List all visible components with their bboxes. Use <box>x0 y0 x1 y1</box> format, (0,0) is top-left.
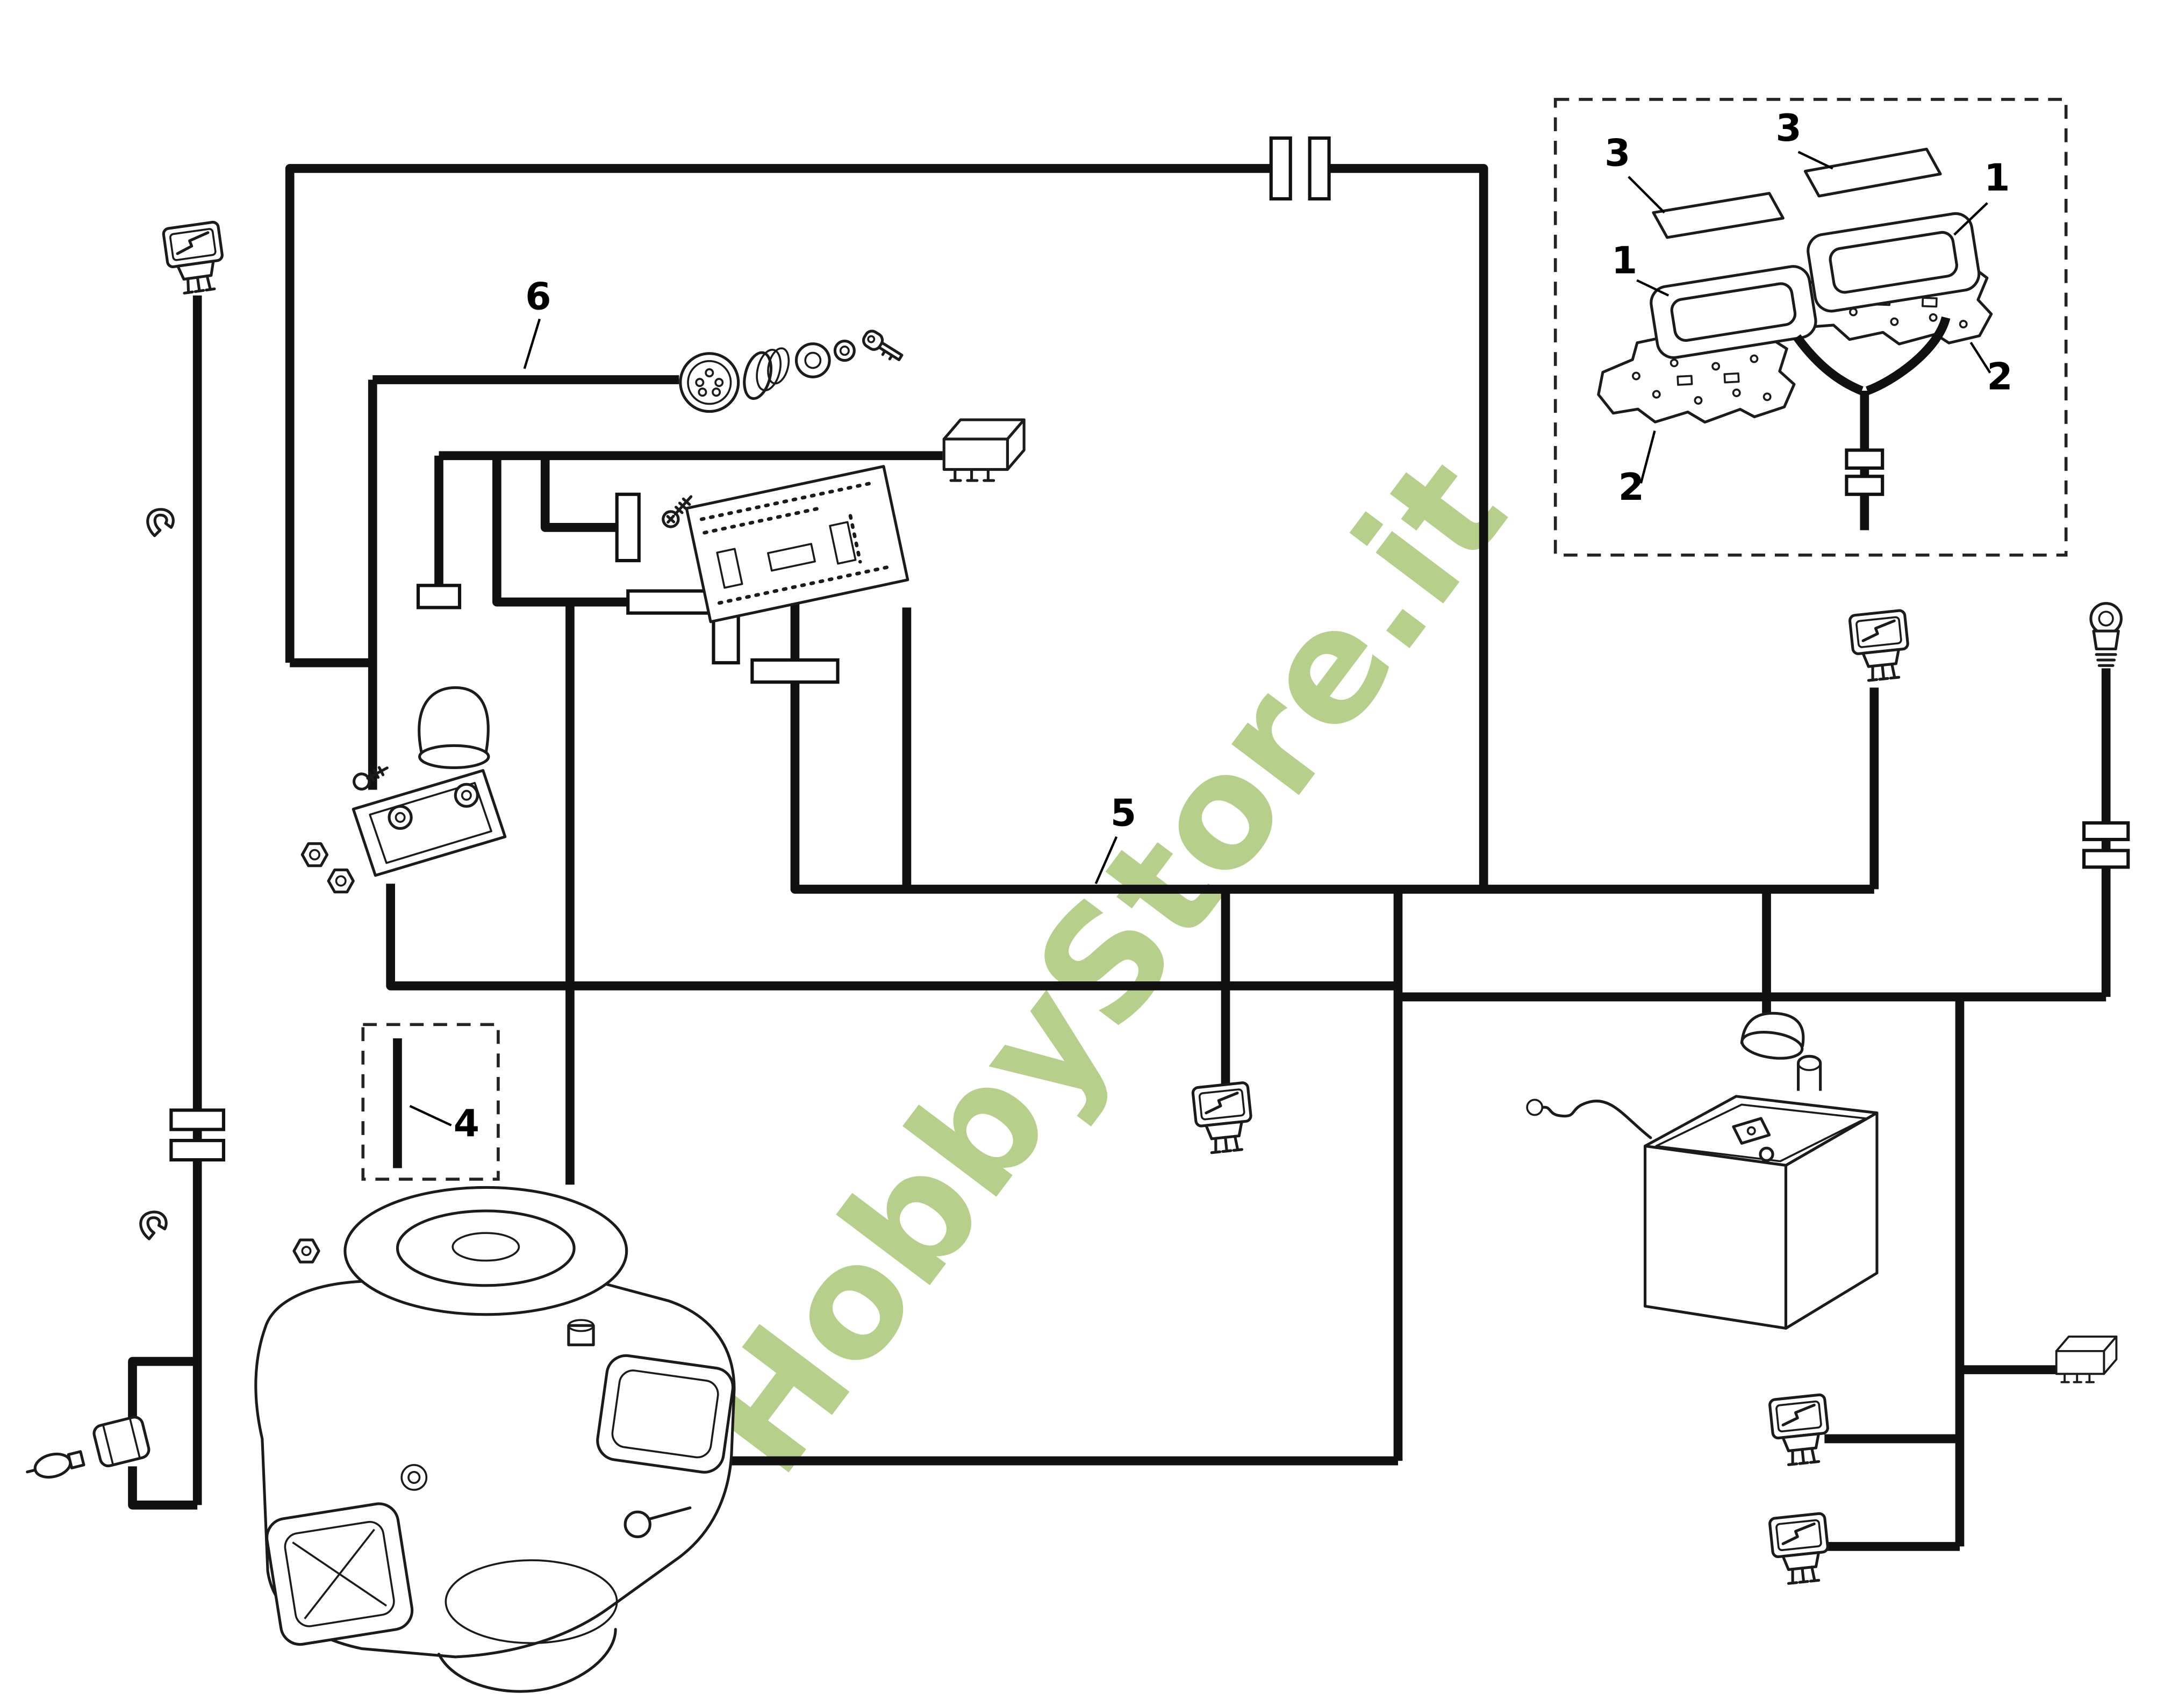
board-slot-2 <box>767 543 816 572</box>
engine-shaft <box>624 1510 651 1538</box>
hex-nut-1 <box>300 842 329 867</box>
harness-lamp-feed-bottom <box>128 1466 198 1510</box>
label-5: 5 <box>1110 792 1136 835</box>
board-screw <box>662 495 693 528</box>
label-2-right: 2 <box>1987 355 2012 398</box>
harness-top-left <box>285 164 1271 663</box>
connector-cluster-e <box>750 658 840 684</box>
part4-dashed-box <box>361 1023 500 1181</box>
inset-connector-a <box>1845 448 1884 470</box>
gasket-pad-left <box>1652 192 1785 239</box>
bulb <box>26 1450 85 1479</box>
label-1-right-leader <box>1953 202 1988 236</box>
harness-main-mid <box>790 602 1874 894</box>
label-3-left-leader <box>1628 176 1666 214</box>
battery-side <box>1784 1111 1879 1330</box>
connector-top-a <box>1269 136 1292 201</box>
ring-nut <box>833 340 856 362</box>
gasket-ring-left <box>1650 265 1817 360</box>
solenoid-terminal-1 <box>388 805 413 830</box>
sensor-threads <box>2095 653 2117 667</box>
flywheel-nut <box>292 1238 320 1264</box>
solenoid-boot <box>418 686 490 757</box>
harness-lamp-feed-top <box>128 1357 198 1423</box>
engine <box>254 1186 736 1693</box>
connector-left-a <box>169 1108 226 1131</box>
battery-front <box>1644 1144 1788 1330</box>
connector-sensor-b <box>2082 849 2130 869</box>
board-pads-row-mid <box>703 506 822 535</box>
inset-y-wire-right <box>1865 316 1951 395</box>
label-6-leader <box>523 318 541 369</box>
label-4-leader <box>409 1104 452 1126</box>
board-slot-1 <box>716 548 743 589</box>
engine-tank <box>596 1354 735 1474</box>
label-6: 6 <box>525 275 551 318</box>
label-3-right: 3 <box>1775 107 1801 150</box>
inset-y-wire-left <box>1793 334 1864 395</box>
engine-muffler <box>266 1502 414 1646</box>
connector-left-b <box>169 1139 226 1162</box>
label-1-left-leader <box>1636 279 1669 297</box>
battery-bracket <box>1732 1117 1771 1145</box>
clip-shape <box>146 508 175 537</box>
label-5-leader <box>1094 836 1118 885</box>
label-2-left: 2 <box>1618 466 1644 509</box>
oil-pressure-sensor <box>2089 602 2123 667</box>
inline-connectors <box>169 136 2130 1162</box>
battery-terminal <box>1797 1054 1822 1091</box>
solenoid-terminal-2 <box>454 783 479 808</box>
connector-cluster-b <box>615 492 641 563</box>
ring-terminal <box>1526 1099 1544 1116</box>
cable-clip-lower <box>139 1210 168 1240</box>
harness-conn-c-feed <box>540 455 617 532</box>
label-2-left-leader <box>1639 430 1656 484</box>
board-slot-3 <box>829 521 857 565</box>
switch-connector-inner <box>687 360 732 405</box>
battery <box>1526 1011 1879 1330</box>
lamp-socket <box>92 1416 151 1468</box>
inset-dashed-border <box>1553 98 2068 557</box>
washer <box>794 342 831 378</box>
switch-connector-body <box>679 352 740 413</box>
key-icon <box>862 329 904 362</box>
harness-solenoid-out <box>386 884 1398 991</box>
terminal-screw <box>353 766 389 791</box>
connector-top-b <box>1308 136 1331 201</box>
label-3-left: 3 <box>1604 132 1630 175</box>
cable-clip-upper <box>146 508 175 537</box>
ignition-switch-assembly <box>679 329 904 413</box>
starter-solenoid <box>300 686 507 894</box>
part-labels: 6 5 4 3 3 1 1 2 2 <box>409 107 2013 1145</box>
wiring-harness <box>128 164 2111 1551</box>
engine-crankcase <box>437 1627 617 1693</box>
label-1-right: 1 <box>1984 157 2010 200</box>
label-3-right-leader <box>1797 150 1833 170</box>
inset-gaskets-box <box>1553 98 2068 557</box>
gasket-ring-right <box>1807 212 1981 313</box>
gasket-pad-right <box>1803 147 1942 198</box>
hex-nut-2 <box>327 868 355 894</box>
board-pads-row-top <box>699 480 876 521</box>
connector-cluster-a <box>416 584 462 609</box>
inset-connector-b <box>1845 475 1884 496</box>
connector-sensor-a <box>2082 821 2130 842</box>
label-2-right-leader <box>1969 341 1991 374</box>
harness-top-right <box>1329 164 1488 889</box>
board-pads-col <box>848 514 862 564</box>
circuit-board <box>685 465 909 623</box>
harness-conn-b-feed <box>492 455 628 607</box>
label-4: 4 <box>454 1102 479 1145</box>
clip-shape <box>139 1210 168 1240</box>
board-pads-row-bottom <box>717 564 894 605</box>
label-1-left: 1 <box>1611 240 1637 283</box>
ground-wire <box>1542 1100 1652 1139</box>
